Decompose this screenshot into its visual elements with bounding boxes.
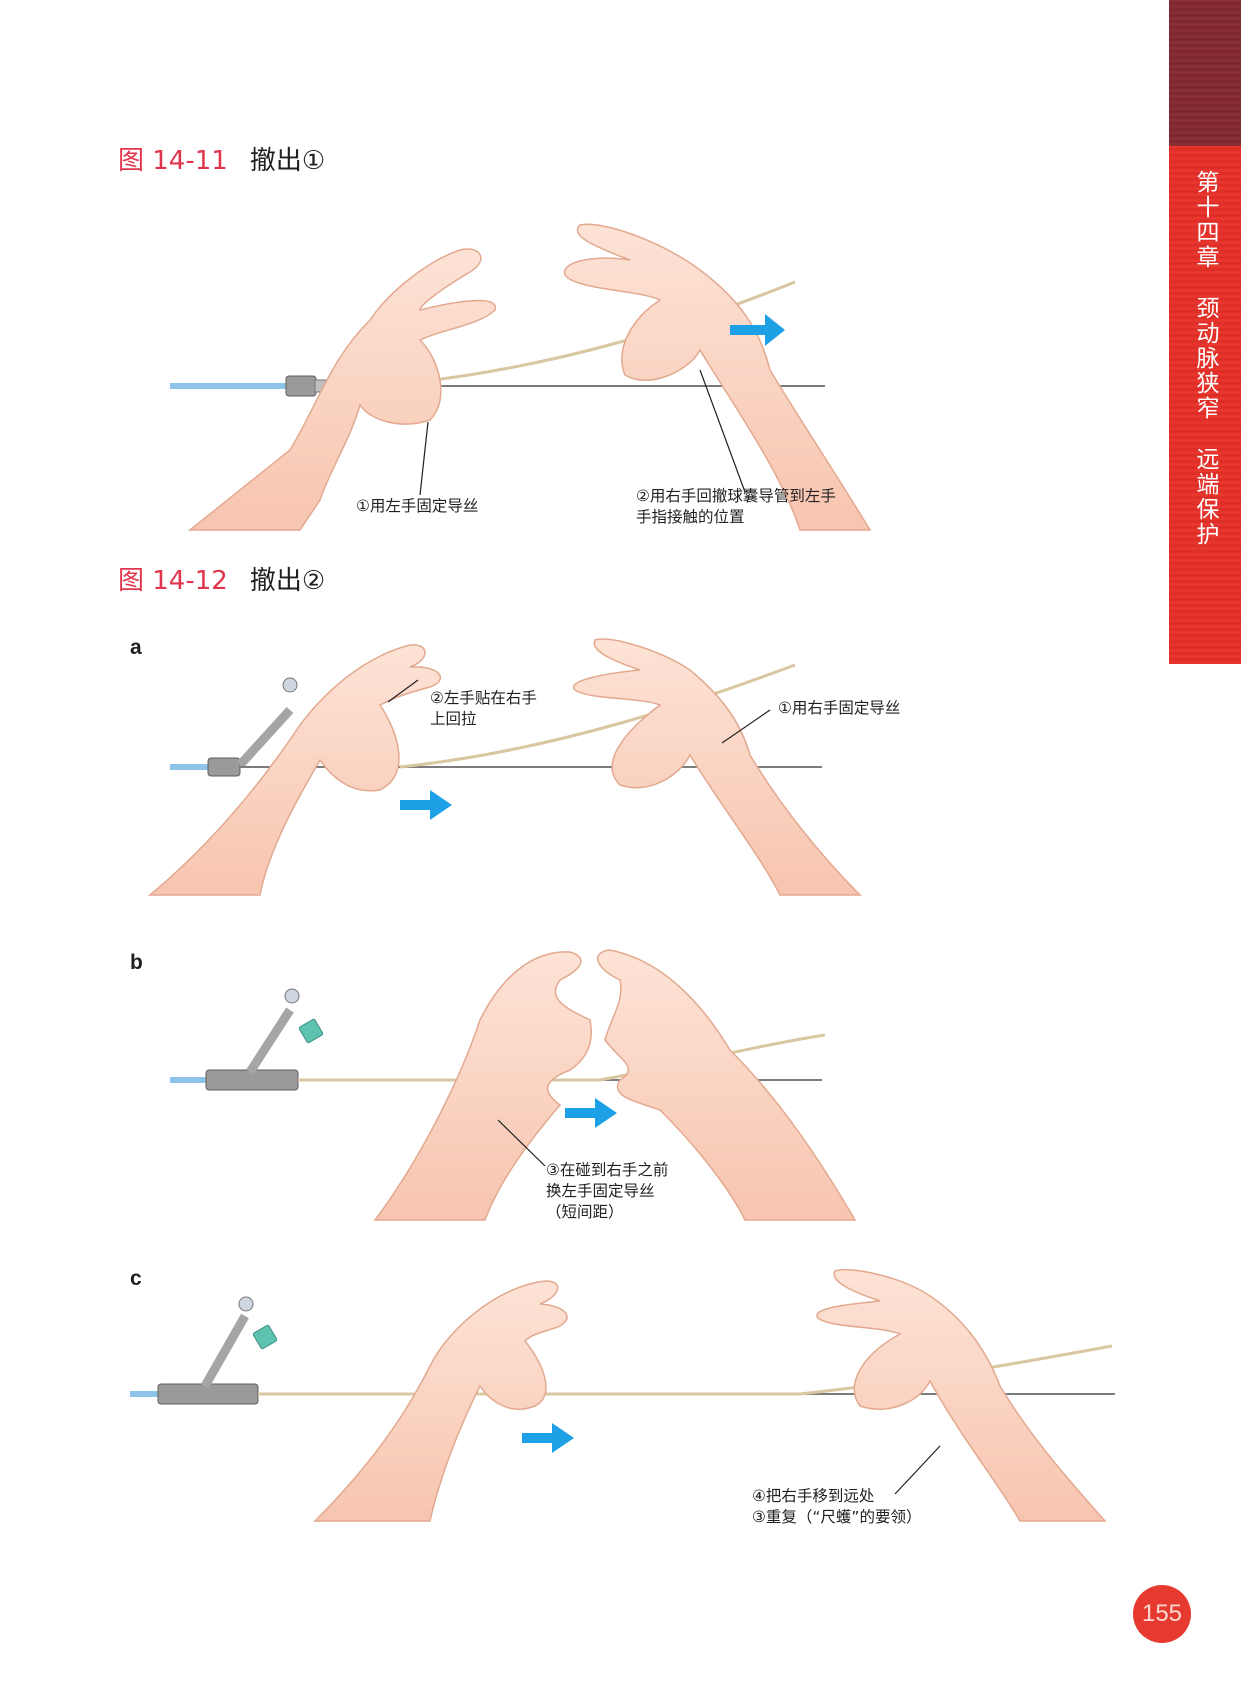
balloon-catheter [379,280,796,388]
chapter-topic: 颈动脉狭窄 [1192,296,1218,421]
right-hand [572,638,862,896]
direction-arrow [565,1098,617,1128]
chapter-tab [1169,146,1241,664]
figure-number: 图 14-12 [118,566,228,596]
left-hand [313,1280,568,1522]
callout-move-right-hand: ④把右手移到远处 ③重复（“尺蠖”的要领） [752,1487,922,1526]
balloon-catheter [399,663,796,769]
figure-14-11-illustration [170,223,872,531]
page-number-badge: 155 [1133,1585,1191,1643]
callout-fix-wire-left: ①用左手固定导丝 [356,497,479,515]
right-hand [596,949,857,1221]
callout-right-hand-fix: ①用右手固定导丝 [778,699,901,717]
callout-withdraw-balloon: ②用右手回撤球囊导管到左手 手指接触的位置 [636,487,836,526]
right-hand [816,1268,1107,1522]
figure-14-12-title: 图 14-12 撤出② [118,566,325,596]
direction-arrow [400,790,452,820]
right-hand [564,223,872,531]
direction-arrow [730,314,785,346]
chapter-tab-header [1169,0,1241,146]
panel-b-illustration [170,949,857,1221]
panel-letter-b: b [130,951,143,974]
left-hand [187,248,496,531]
y-connector [207,757,241,777]
chapter-subtopic: 远端保护 [1192,447,1218,547]
page-number: 155 [1141,1600,1183,1627]
panel-letter-c: c [130,1267,142,1290]
chapter-tab-text: 第十四章 颈动脉狭窄 远端保护 [1169,170,1241,650]
chapter-label: 第十四章 [1192,170,1218,270]
figure-number: 图 14-11 [118,146,228,176]
callout-switch-hand: ③在碰到右手之前 换左手固定导丝 （短间距） [546,1161,669,1221]
figure-14-11-title: 图 14-11 撤出① [118,146,325,176]
figure-caption: 撤出② [249,566,326,596]
panel-letter-a: a [130,636,142,659]
direction-arrow [522,1423,574,1453]
left-hand [373,951,592,1221]
left-hand [147,644,442,896]
panel-a-illustration [147,638,862,896]
figure-caption: 撤出① [249,146,326,176]
callout-left-hand-pull: ②左手贴在右手 上回拉 [430,689,537,728]
panel-c-illustration [130,1268,1115,1522]
connector [285,375,317,397]
